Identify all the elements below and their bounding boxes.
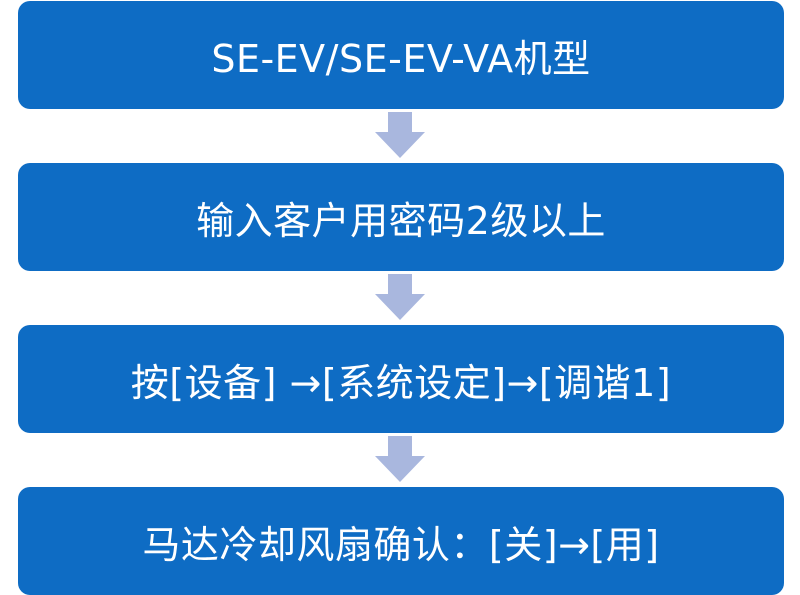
down-arrow-icon bbox=[375, 436, 425, 482]
step-box-fan-setting: 马达冷却风扇确认：[关]→[用] bbox=[18, 487, 784, 595]
step-box-model: SE-EV/SE-EV-VA机型 bbox=[18, 1, 784, 109]
step-box-menu-path: 按[设备] →[系统设定]→[调谐1] bbox=[18, 325, 784, 433]
step-label: 马达冷却风扇确认：[关]→[用] bbox=[142, 522, 660, 567]
step-label: 输入客户用密码2级以上 bbox=[196, 198, 606, 243]
down-arrow-icon bbox=[375, 112, 425, 158]
step-label: 按[设备] →[系统设定]→[调谐1] bbox=[130, 360, 672, 405]
step-box-password: 输入客户用密码2级以上 bbox=[18, 163, 784, 271]
step-label: SE-EV/SE-EV-VA机型 bbox=[211, 36, 591, 81]
down-arrow-icon bbox=[375, 274, 425, 320]
